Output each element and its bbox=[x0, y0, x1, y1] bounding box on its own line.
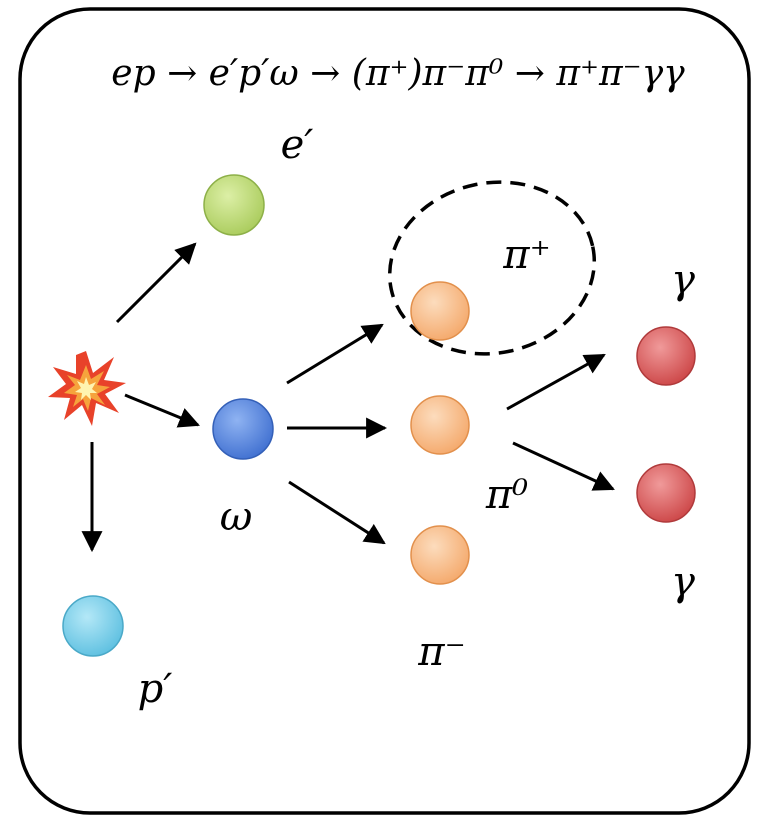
arrow-omega-to-piplus bbox=[286, 323, 384, 385]
reaction-title: ep → e′p′ω → (π⁺)π⁻π⁰ → π⁺π⁻γγ bbox=[111, 53, 685, 94]
omega-label: ω bbox=[220, 494, 253, 540]
pi-plus-particle bbox=[410, 281, 470, 341]
pi-zero-particle bbox=[410, 395, 470, 455]
e-prime-particle bbox=[203, 174, 265, 236]
pi-plus-dashed-circle bbox=[387, 180, 597, 356]
p-prime-particle bbox=[62, 595, 124, 657]
arrow-vertex-to-eprime bbox=[115, 242, 197, 324]
pi-zero-label: π⁰ bbox=[485, 472, 528, 518]
p-prime-label: p′ bbox=[138, 666, 173, 712]
omega-particle bbox=[212, 398, 274, 460]
vertex-explosion-icon bbox=[48, 351, 126, 426]
gamma-2-particle bbox=[636, 463, 696, 523]
arrow-pizero-to-gamma-2 bbox=[512, 441, 615, 491]
arrow-pizero-to-gamma-1 bbox=[506, 353, 606, 411]
diagram-frame bbox=[18, 7, 751, 815]
gamma-1-particle bbox=[636, 326, 696, 386]
gamma-1-label: γ bbox=[671, 257, 695, 303]
arrow-vertex-to-omega bbox=[124, 393, 200, 428]
gamma-2-label: γ bbox=[671, 559, 695, 605]
pi-plus-label: π⁺ bbox=[502, 232, 550, 278]
arrow-omega-to-piminus bbox=[288, 480, 386, 545]
e-prime-label: e′ bbox=[281, 122, 314, 168]
pi-minus-label: π⁻ bbox=[417, 629, 465, 675]
pi-minus-particle bbox=[410, 525, 470, 585]
